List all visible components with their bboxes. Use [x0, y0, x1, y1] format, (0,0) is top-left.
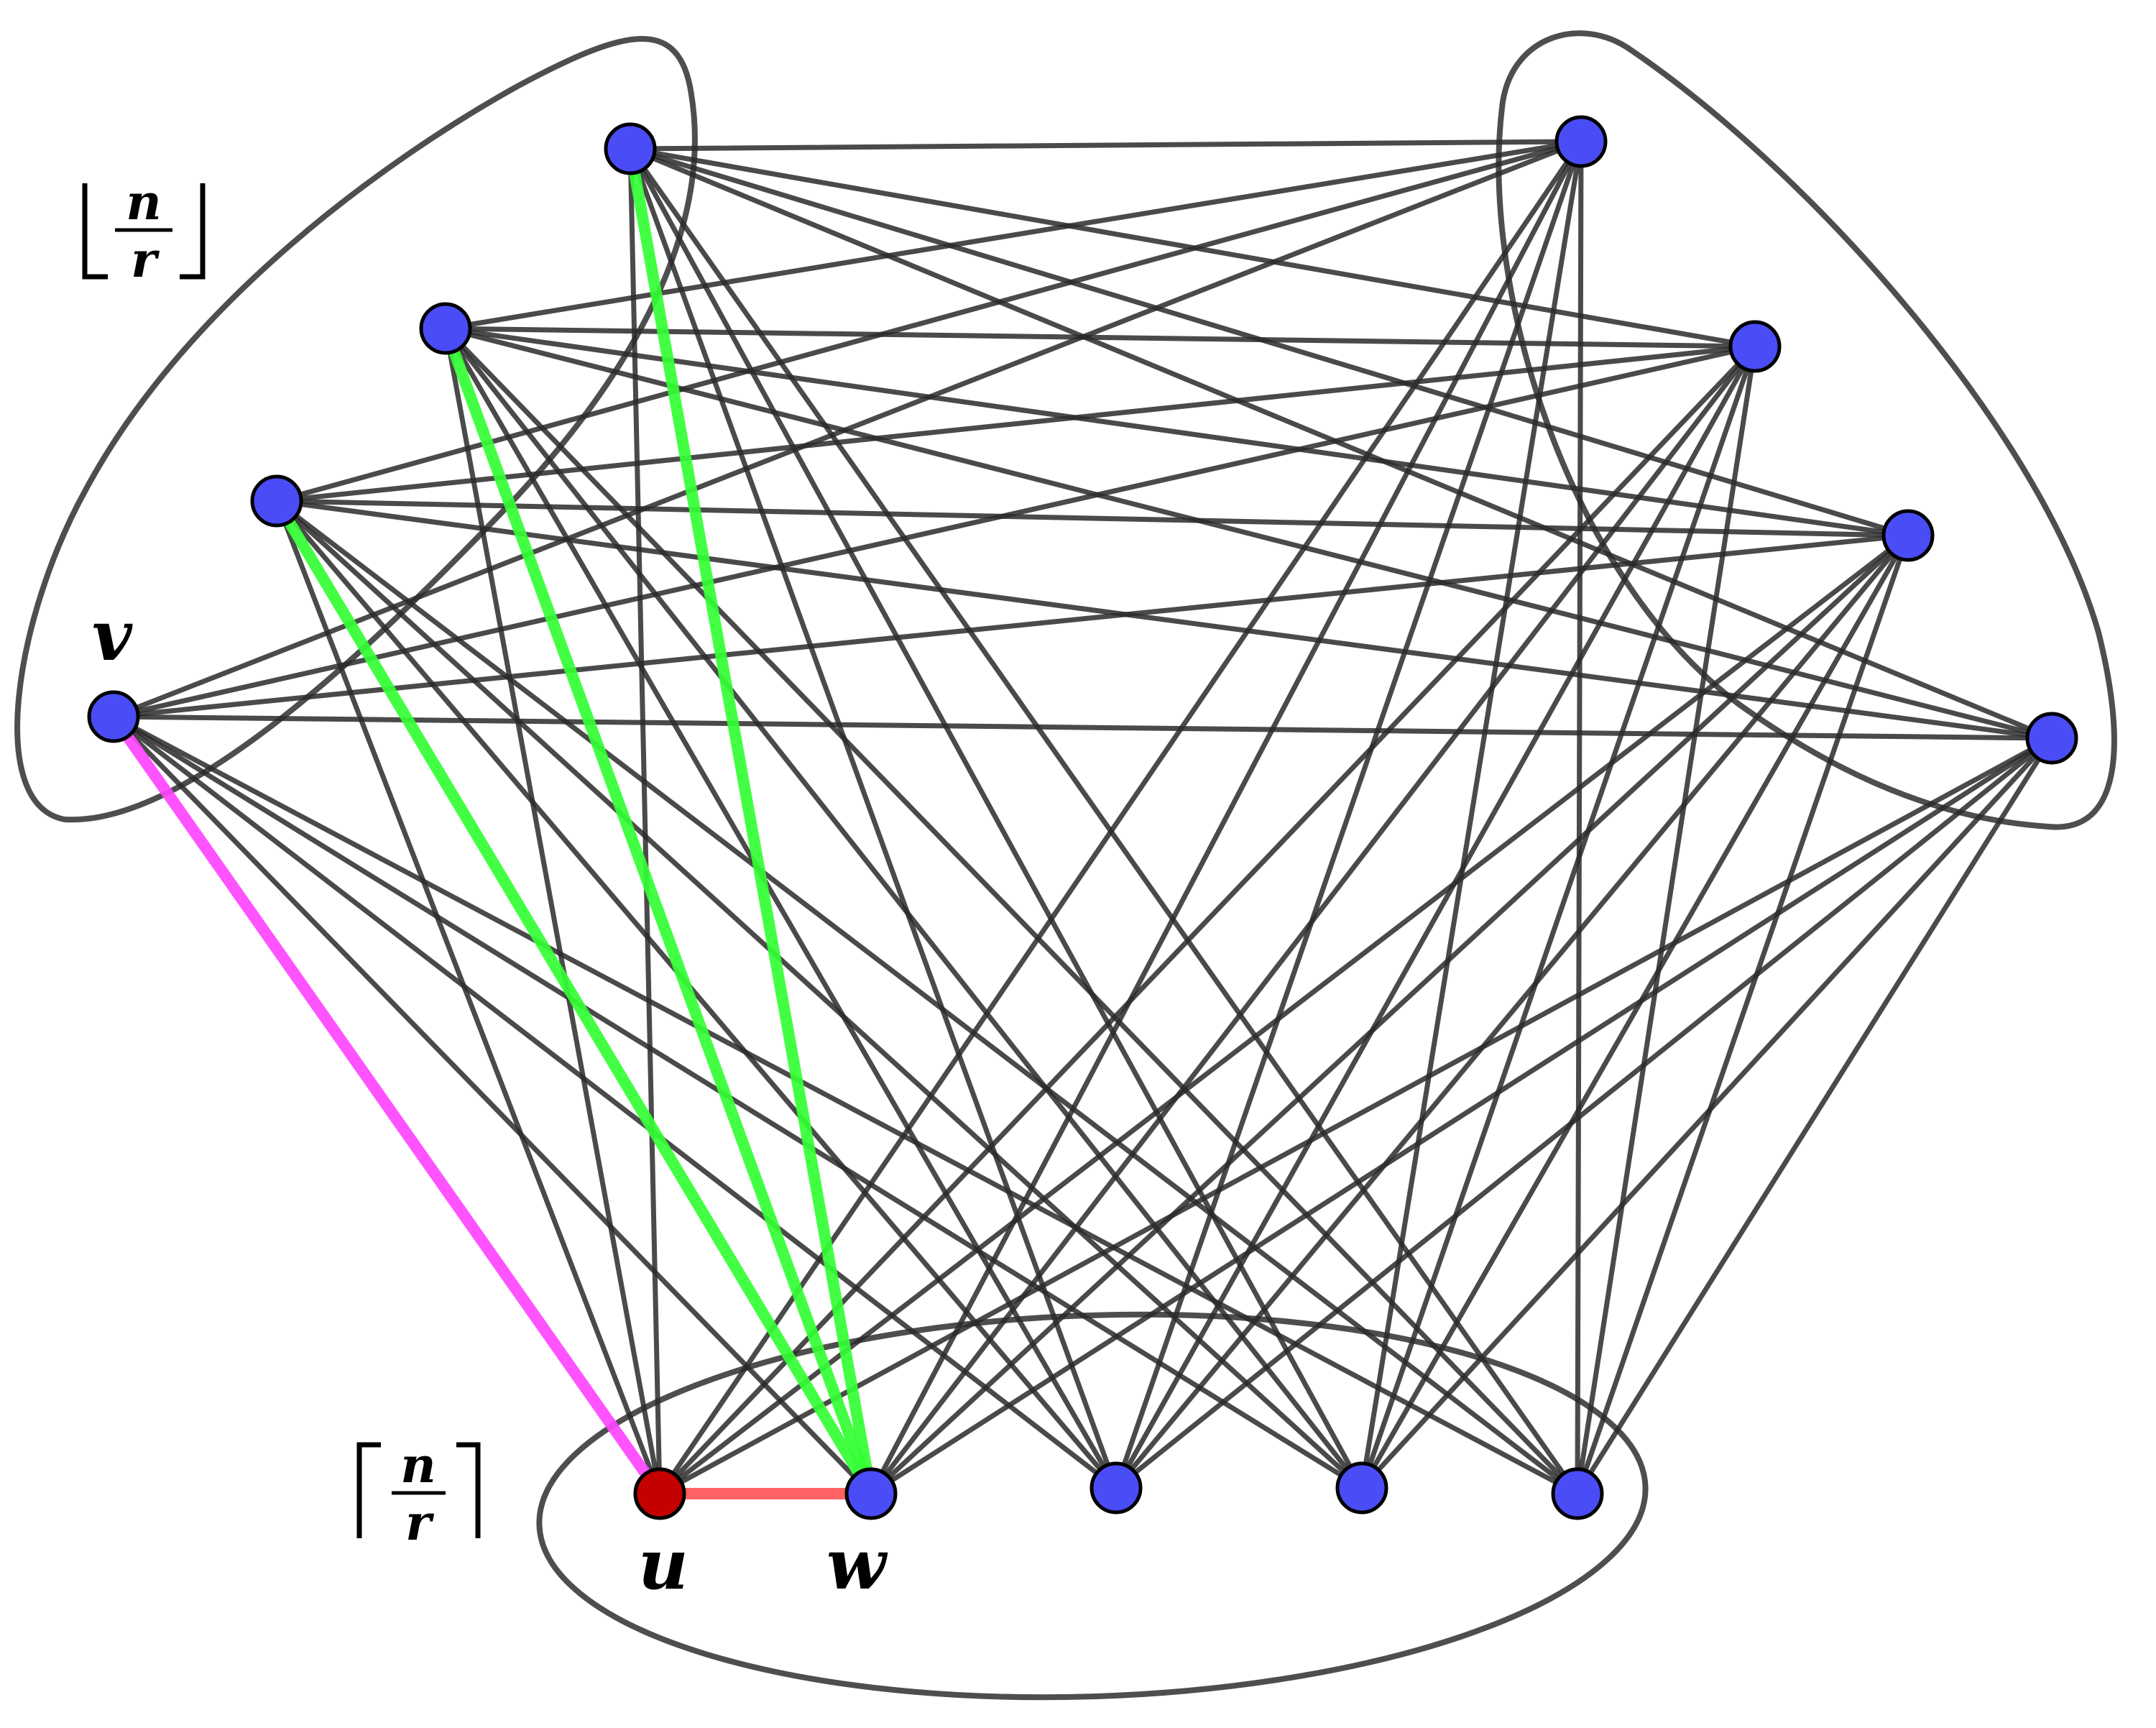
edge-L1-B5 [274, 498, 1580, 1497]
edge-L2-u [443, 326, 663, 1497]
edge-R1-B3 [1113, 139, 1584, 1491]
ceil-left-bracket [356, 1442, 381, 1538]
edge-v-B3 [111, 714, 1119, 1491]
edge-L3-B4 [627, 146, 1365, 1491]
edge-L3-B5 [627, 146, 1580, 1497]
edge-R1-B5 [1575, 139, 1584, 1497]
edge-R3-w [868, 533, 1911, 1497]
vertex-L3 [604, 122, 657, 175]
vertex-label-w: w [826, 1524, 888, 1605]
edge-v-R4 [111, 714, 2055, 741]
edge-R3-u [657, 533, 1911, 1497]
edge-L3-B3 [627, 146, 1119, 1491]
edge-R4-B4 [1359, 735, 2055, 1491]
edge-v-w [111, 714, 874, 1497]
edge-R3-B5 [1575, 533, 1911, 1497]
edge-L2-R4 [443, 326, 2055, 741]
vertex-B4 [1335, 1461, 1388, 1515]
vertex-u [633, 1467, 686, 1520]
edge-R4-w [868, 735, 2055, 1497]
vertex-R3 [1881, 509, 1935, 562]
edge-L3-R2 [627, 146, 1758, 349]
vertex-label-u: u [638, 1524, 688, 1605]
highlighted-edge-L3-w [625, 143, 877, 1499]
edge-R1-u [657, 139, 1584, 1497]
vertex-layer [87, 115, 2078, 1520]
highlighted-edge-layer [108, 143, 877, 1499]
edge-L2-B5 [443, 326, 1580, 1497]
floor-left-bracket [82, 183, 108, 280]
ceil-denominator: r [405, 1494, 434, 1552]
vertex-label-v: v [92, 595, 133, 676]
highlighted-edge-L1-w [271, 495, 877, 1499]
edge-L3-R1 [627, 139, 1584, 152]
highlighted-edge-v-u [108, 711, 665, 1499]
floor-right-bracket [180, 183, 206, 280]
edge-L1-R1 [274, 139, 1584, 504]
edge-L3-u [627, 146, 663, 1497]
edge-v-B4 [111, 714, 1365, 1491]
edge-v-R3 [111, 533, 1911, 720]
edge-L3-R4 [627, 146, 2055, 741]
edge-R2-B5 [1575, 344, 1758, 1497]
ceil-right-bracket [456, 1442, 481, 1538]
vertex-L2 [419, 302, 472, 355]
edge-v-B5 [111, 714, 1580, 1497]
ceil-numerator: n [400, 1437, 436, 1494]
edge-L1-R2 [274, 344, 1758, 504]
edge-R1-w [868, 139, 1584, 1497]
vertex-R1 [1554, 115, 1608, 168]
edge-R3-B3 [1113, 533, 1911, 1491]
edge-R2-B4 [1359, 344, 1758, 1491]
vertex-v [87, 690, 140, 743]
edge-R2-B3 [1113, 344, 1758, 1491]
edge-L1-u [274, 498, 663, 1497]
right-group-outline [1496, 30, 2117, 830]
ceil-fraction-label: n r [356, 1437, 481, 1552]
floor-denominator: r [131, 231, 160, 289]
edge-R4-u [657, 735, 2055, 1497]
vertex-R2 [1728, 320, 1782, 373]
edge-R3-B4 [1359, 533, 1911, 1491]
edge-L1-B4 [274, 498, 1365, 1491]
vertex-w [844, 1467, 898, 1520]
edge-R2-w [868, 344, 1758, 1497]
vertex-L1 [250, 474, 303, 528]
edge-L2-R3 [443, 326, 1911, 538]
edge-v-R2 [111, 344, 1758, 720]
floor-numerator: n [126, 174, 161, 231]
vertex-R4 [2025, 712, 2078, 765]
edge-R4-B3 [1113, 735, 2055, 1491]
edge-L3-R3 [627, 146, 1911, 538]
vertex-B3 [1089, 1461, 1143, 1515]
floor-fraction-label: n r [82, 174, 206, 289]
edge-L2-B3 [443, 326, 1119, 1491]
highlighted-edge-L2-w [440, 323, 877, 1499]
edge-R4-B5 [1575, 735, 2055, 1497]
edge-L1-R4 [274, 498, 2055, 741]
vertex-B5 [1551, 1467, 1604, 1520]
